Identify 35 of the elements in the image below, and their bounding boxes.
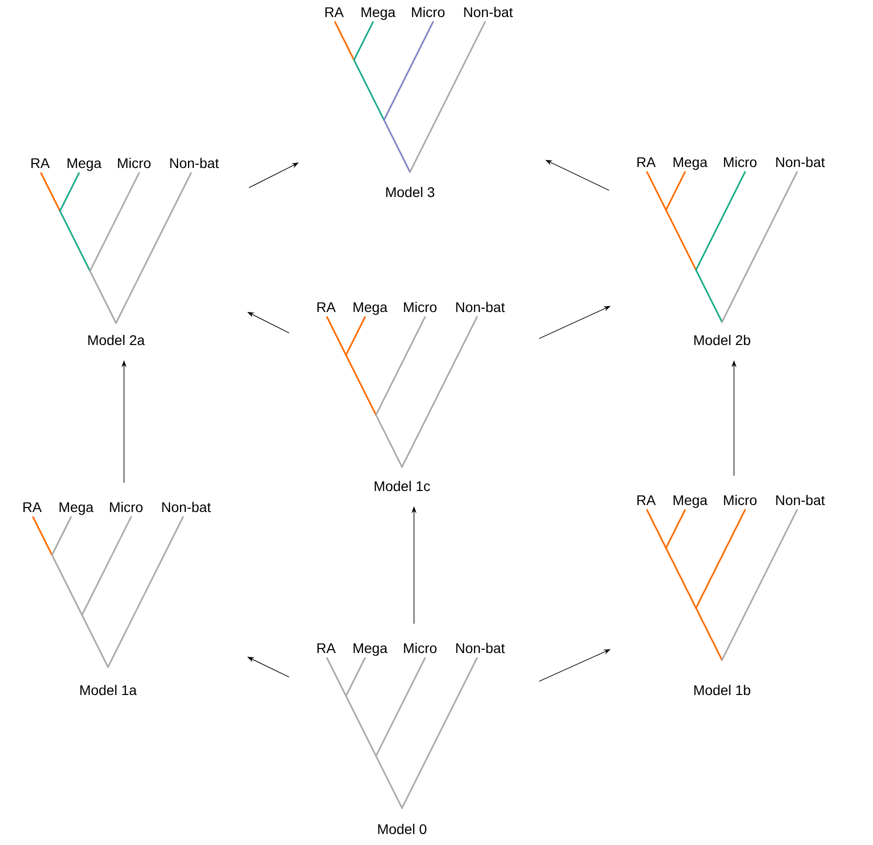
taxon-label: Non-bat (776, 156, 825, 168)
taxon-label: RA (23, 502, 42, 512)
taxon-label: Micro (724, 156, 757, 168)
taxon-label: Mega (674, 495, 708, 508)
model-label: Model 2a (88, 334, 145, 346)
taxon-label: Micro (724, 494, 757, 506)
model-label: Model 1b (694, 684, 750, 696)
taxon-label: Mega (674, 157, 708, 170)
taxon-label: Micro (404, 302, 437, 312)
taxon-label: RA (31, 158, 50, 168)
taxon-label: Non-bat (776, 494, 825, 506)
model-label: Model 2b (694, 334, 750, 346)
taxon-label: Mega (60, 502, 94, 515)
model-label: Model 1c (374, 480, 430, 492)
taxon-label: Non-bat (170, 158, 219, 168)
model-label: Model 0 (378, 824, 426, 834)
taxon-label: Micro (404, 642, 437, 654)
taxon-label: RA (637, 157, 656, 167)
taxon-label: Mega (354, 643, 388, 656)
taxon-label: RA (317, 302, 336, 312)
model-label: Model 3 (386, 186, 434, 198)
taxon-label: RA (325, 7, 344, 17)
taxon-label: Mega (362, 7, 396, 20)
taxon-label: Mega (354, 302, 388, 315)
taxon-label: Non-bat (456, 302, 505, 312)
taxon-label: Mega (68, 158, 102, 171)
taxon-label: Micro (412, 6, 445, 18)
taxon-label: Non-bat (456, 642, 505, 654)
taxon-label: RA (637, 495, 656, 505)
model-label: Model 1a (80, 684, 137, 696)
taxon-label: RA (317, 643, 336, 653)
taxon-label: Micro (110, 502, 143, 512)
taxon-label: Non-bat (162, 502, 211, 512)
taxon-label: Micro (118, 158, 151, 168)
taxon-label: Non-bat (464, 6, 513, 18)
